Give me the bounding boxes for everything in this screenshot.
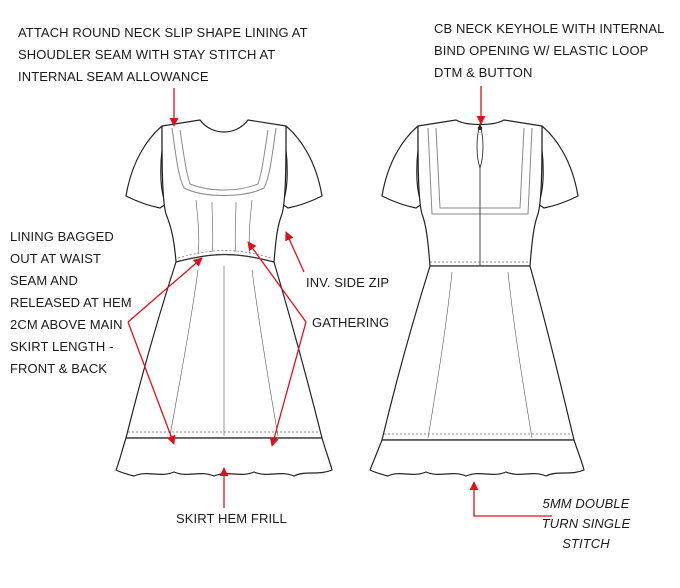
callout-line: RELEASED AT HEM — [10, 295, 132, 310]
callout-line: GATHERING — [312, 315, 390, 330]
callout-line: STITCH — [562, 536, 610, 551]
front-dress — [115, 119, 333, 477]
back-left-sleeve — [381, 125, 423, 209]
front-left-sleeve — [125, 125, 167, 209]
callout-line: 2CM ABOVE MAIN — [10, 317, 123, 332]
arrow-hem-stitch — [469, 481, 552, 517]
arrow-gathering-skirt — [269, 321, 307, 447]
callout-arrows — [127, 86, 552, 517]
callout-line: INV. SIDE ZIP — [306, 275, 390, 290]
callout-line: SHOUDLER SEAM WITH STAY STITCH AT — [18, 47, 276, 62]
callout-lining-attach: ATTACH ROUND NECK SLIP SHAPE LINING AT S… — [18, 22, 308, 88]
back-right-sleeve — [537, 125, 579, 209]
arrow-lining-waist — [127, 257, 203, 323]
back-dress — [369, 119, 585, 477]
callout-line: OUT AT WAIST — [10, 251, 102, 266]
callout-gathering: GATHERING — [312, 312, 389, 334]
callout-line: SEAM AND — [10, 273, 78, 288]
callout-line: TURN SINGLE — [541, 516, 631, 531]
callout-line: INTERNAL SEAM ALLOWANCE — [18, 69, 209, 84]
callout-line: BIND OPENING W/ ELASTIC LOOP — [434, 43, 649, 58]
back-skirt — [381, 265, 575, 441]
arrow-side-zip — [285, 231, 305, 273]
front-hem-frill — [115, 437, 333, 477]
callout-line: 5MM DOUBLE — [542, 496, 630, 511]
callout-line: FRONT & BACK — [10, 361, 108, 376]
callout-keyhole: CB NECK KEYHOLE WITH INTERNAL BIND OPENI… — [434, 18, 664, 84]
arrow-lining-hem — [127, 321, 176, 445]
back-hem-frill — [369, 439, 585, 477]
callout-hem-stitch: 5MM DOUBLE TURN SINGLE STITCH — [526, 494, 646, 554]
callout-line: SKIRT LENGTH - — [10, 339, 114, 354]
callout-hem-frill: SKIRT HEM FRILL — [176, 508, 287, 530]
callout-line: DTM & BUTTON — [434, 65, 533, 80]
callout-line: SKIRT HEM FRILL — [176, 511, 287, 526]
arrow-gathering-bodice — [247, 241, 307, 323]
callout-side-zip: INV. SIDE ZIP — [306, 272, 389, 294]
front-right-sleeve — [281, 125, 323, 209]
callout-lining-bagged: LINING BAGGED OUT AT WAIST SEAM AND RELE… — [10, 226, 132, 380]
front-bodice — [161, 119, 287, 263]
front-lining-neckline — [171, 127, 277, 196]
callout-line: CB NECK KEYHOLE WITH INTERNAL — [434, 21, 665, 36]
callout-line: ATTACH ROUND NECK SLIP SHAPE LINING AT — [18, 25, 308, 40]
callout-line: LINING BAGGED — [10, 229, 114, 244]
